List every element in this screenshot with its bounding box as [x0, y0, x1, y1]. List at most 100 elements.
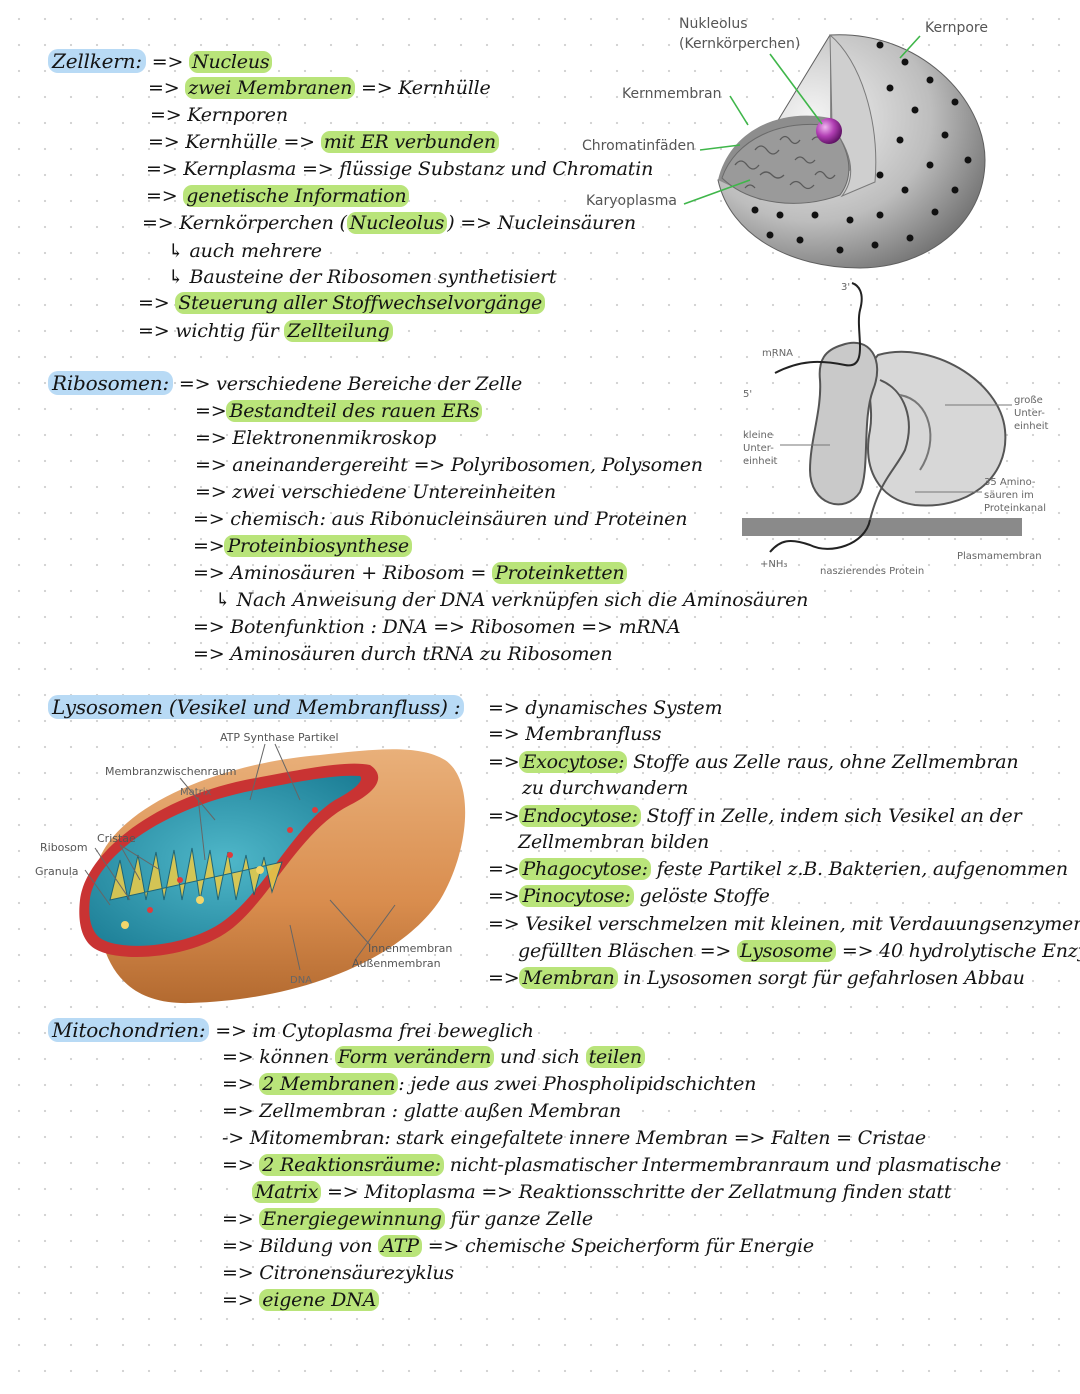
arrow: =>: [488, 885, 520, 907]
label-kleine-3: einheit: [743, 456, 778, 467]
highlight: Bestandteil des rauen ERs: [226, 400, 483, 422]
label-mrna: mRNA: [762, 348, 794, 359]
lysosomen-line-8: =>Pinocytose: gelöste Stoffe: [488, 885, 770, 907]
zellkern-line-3: => Kernporen: [150, 104, 288, 126]
highlight: ATP: [378, 1235, 422, 1257]
lysosomen-line-10: gefüllten Bläschen => Lysosome => 40 hyd…: [518, 940, 1080, 962]
text: => 40 hydrolytische Enzyme: [841, 940, 1080, 962]
ribosomen-line-10: => Botenfunktion : DNA => Ribosomen => m…: [193, 616, 681, 638]
label-amino-2: säuren im: [984, 490, 1034, 501]
ribosomen-line-5: => zwei verschiedene Untereinheiten: [195, 481, 556, 503]
arrow: =>: [148, 77, 180, 99]
arrow: =>: [488, 858, 520, 880]
ribosomen-line-7: =>Proteinbiosynthese: [193, 535, 412, 557]
text: : jede aus zwei Phospholipidschichten: [398, 1073, 757, 1095]
lysosomen-line-11: =>Membran in Lysosomen sorgt für gefahrl…: [488, 967, 1025, 989]
text: Stoffe aus Zelle raus, ohne Zellmembran: [633, 751, 1019, 773]
mito-line-6: => 2 Reaktionsräume: nicht-plasmatischer…: [222, 1154, 1001, 1176]
label-atp-synthase: ATP Synthase Partikel: [220, 731, 339, 744]
zellkern-line-6: => genetische Information: [146, 185, 410, 207]
text: => chemische Speicherform für Energie: [427, 1235, 814, 1257]
zellkern-title-row: Zellkern: => Nucleus: [48, 49, 273, 73]
zellkern-line-2: => zwei Membranen => Kernhülle: [148, 77, 491, 99]
arrow: =>: [222, 1154, 254, 1176]
ribosomen-line-6: => chemisch: aus Ribonucleinsäuren und P…: [193, 508, 688, 530]
label-membranzwischenraum: Membranzwischenraum: [105, 765, 237, 778]
highlight: teilen: [585, 1046, 645, 1068]
mito-line-3: => 2 Membranen: jede aus zwei Phospholip…: [222, 1073, 756, 1095]
ribosomen-line-11: => Aminosäuren durch tRNA zu Ribosomen: [193, 643, 613, 665]
ribosomen-line-3: => Elektronenmikroskop: [195, 427, 437, 449]
highlight: mit ER verbunden: [320, 131, 499, 153]
mitochondrien-title-row: Mitochondrien: => im Cytoplasma frei bew…: [48, 1018, 534, 1042]
highlight: Matrix: [252, 1181, 322, 1203]
mito-line-2: => können Form verändern und sich teilen: [222, 1046, 645, 1068]
lysosomen-line-1: => dynamisches System: [488, 697, 723, 719]
text: => verschiedene Bereiche der Zelle: [178, 373, 523, 395]
text: => Kernkörperchen (: [142, 212, 347, 234]
text: => können: [222, 1046, 329, 1068]
label-grosse-3: einheit: [1014, 421, 1049, 432]
highlight: Zellteilung: [284, 320, 393, 342]
highlight: Nucleolus: [346, 212, 448, 234]
text: => im Cytoplasma frei beweglich: [215, 1020, 534, 1042]
label-cristae: Cristae: [97, 832, 136, 845]
highlight: Energiegewinnung: [259, 1208, 445, 1230]
label-kleine-1: kleine: [743, 430, 773, 441]
text: gelöste Stoffe: [639, 885, 770, 907]
label-ribosom: Ribosom: [40, 841, 88, 854]
lysosomen-line-4: zu durchwandern: [522, 777, 689, 799]
highlight: Pinocytose:: [519, 885, 634, 907]
arrow: =>: [138, 292, 170, 314]
label-nascent-protein: naszierendes Protein: [820, 566, 925, 577]
zellkern-line-11: => wichtig für Zellteilung: [138, 320, 393, 342]
label-amino-3: Proteinkanal: [984, 503, 1047, 514]
label-3prime: 3': [841, 282, 851, 293]
text: nicht-plasmatischer Intermembranraum und…: [449, 1154, 1002, 1176]
text: => wichtig für: [138, 320, 279, 342]
arrow: =>: [222, 1208, 254, 1230]
text: ) => Nucleinsäuren: [447, 212, 636, 234]
arrow: =>: [193, 535, 225, 557]
text: => Kernhülle =>: [148, 131, 315, 153]
highlight: Lysosome: [736, 940, 837, 962]
ribosome-diagram-icon: [742, 282, 1022, 553]
lysosomen-title-row: Lysosomen (Vesikel und Membranfluss) :: [48, 695, 465, 719]
mito-line-8: => Energiegewinnung für ganze Zelle: [222, 1208, 593, 1230]
highlight: Phagocytose:: [519, 858, 651, 880]
label-grosse-2: Unter-: [1014, 408, 1045, 419]
zellkern-line-9: ↳ Bausteine der Ribosomen synthetisiert: [168, 266, 557, 288]
text: => Mitoplasma => Reaktionsschritte der Z…: [326, 1181, 952, 1203]
ribosomen-line-4: => aneinandergereiht => Polyribosomen, P…: [195, 454, 703, 476]
label-kernpore: Kernpore: [925, 20, 988, 36]
mito-line-7: Matrix => Mitoplasma => Reaktionsschritt…: [252, 1181, 951, 1203]
ribosomen-line-8: => Aminosäuren + Ribosom = Proteinketten: [193, 562, 628, 584]
mito-line-9: => Bildung von ATP => chemische Speicher…: [222, 1235, 814, 1257]
label-kernmembran: Kernmembran: [622, 86, 722, 102]
mitochondrion-diagram-icon: [79, 743, 466, 1004]
label-chromatinfaeden: Chromatinfäden: [582, 138, 696, 154]
ribosomen-line-2: =>Bestandteil des rauen ERs: [195, 400, 483, 422]
label-plasmamembran: Plasmamembran: [957, 551, 1042, 562]
zellkern-line-8: ↳ auch mehrere: [168, 240, 322, 262]
arrow: =>: [151, 51, 184, 73]
label-kernkoerperchen: (Kernkörperchen): [679, 36, 801, 52]
highlight: 2 Membranen: [259, 1073, 399, 1095]
label-nukleolus: Nukleolus: [679, 16, 748, 32]
zellkern-line-10: => Steuerung aller Stoffwechselvorgänge: [138, 292, 546, 314]
lysosomen-line-5: =>Endocytose: Stoff in Zelle, indem sich…: [488, 805, 1022, 827]
highlight: Proteinketten: [492, 562, 628, 584]
ribosomen-line-9: ↳ Nach Anweisung der DNA verknüpfen sich…: [215, 589, 809, 611]
arrow: =>: [488, 967, 520, 989]
nucleus-diagram-icon: [683, 33, 986, 269]
highlight: Membran: [519, 967, 618, 989]
lysosomen-line-9: => Vesikel verschmelzen mit kleinen, mit…: [488, 913, 1080, 935]
ribosomen-title-row: Ribosomen: => verschiedene Bereiche der …: [48, 371, 523, 395]
highlight: Steuerung aller Stoffwechselvorgänge: [175, 292, 546, 314]
text: => Kernhülle: [360, 77, 491, 99]
arrow: =>: [222, 1289, 254, 1311]
zellkern-line-4: => Kernhülle => mit ER verbunden: [148, 131, 499, 153]
text: für ganze Zelle: [450, 1208, 593, 1230]
text: in Lysosomen sorgt für gefahrlosen Abbau: [623, 967, 1025, 989]
label-kleine-2: Unter-: [743, 443, 774, 454]
